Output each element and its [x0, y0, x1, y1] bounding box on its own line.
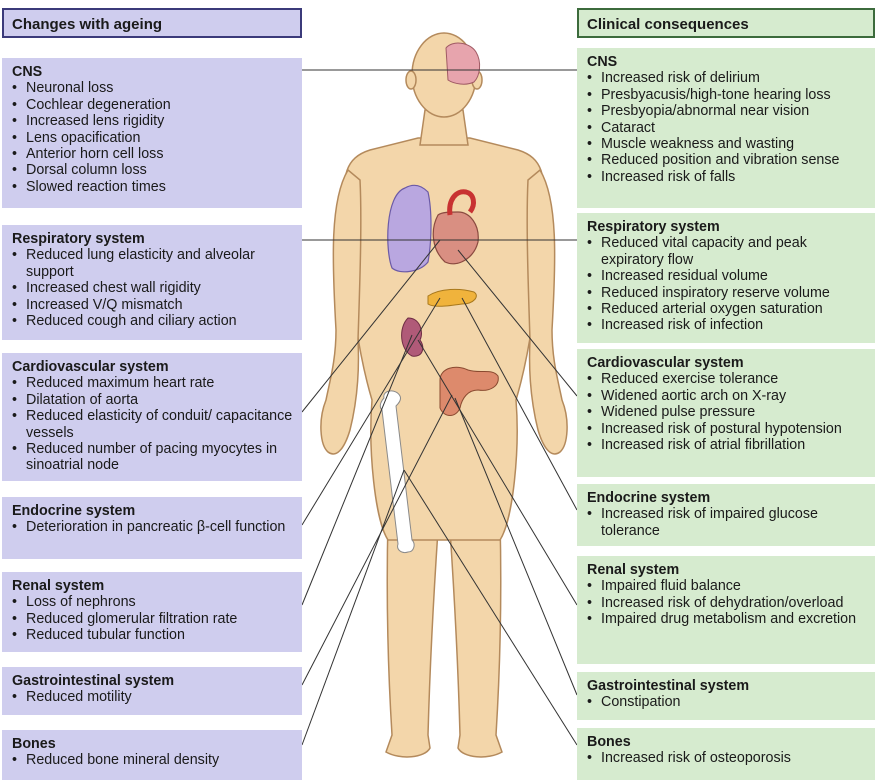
list-item: Increased risk of atrial fibrillation	[587, 437, 867, 454]
section-title: Respiratory system	[12, 231, 145, 247]
section-title: Endocrine system	[587, 490, 711, 506]
section-title: CNS	[12, 64, 43, 80]
list-item: Dorsal column loss	[12, 162, 294, 179]
list-item: Impaired drug metabolism and excretion	[587, 611, 867, 628]
list-item: Reduced lung elasticity and alveolar sup…	[12, 247, 294, 280]
list-item: Reduced position and vibration sense	[587, 152, 867, 169]
left-cardiovascular-box: Cardiovascular system Reduced maximum he…	[2, 353, 302, 481]
list-item: Increased V/Q mismatch	[12, 297, 294, 314]
list-item: Reduced inspiratory reserve volume	[587, 285, 867, 302]
clinical-consequences-header: Clinical consequences	[577, 8, 875, 38]
section-title: Bones	[587, 734, 631, 750]
list-item: Reduced motility	[12, 689, 294, 706]
list-item: Cochlear degeneration	[12, 97, 294, 114]
list-item: Increased risk of dehydration/overload	[587, 595, 867, 612]
changes-with-ageing-header: Changes with ageing	[2, 8, 302, 38]
list-item: Muscle weakness and wasting	[587, 136, 867, 153]
left-respiratory-box: Respiratory system Reduced lung elastici…	[2, 225, 302, 340]
list-item: Lens opacification	[12, 130, 294, 147]
aorta-icon	[447, 189, 476, 216]
left-cns-box: CNS Neuronal loss Cochlear degeneration …	[2, 58, 302, 208]
list-item: Increased residual volume	[587, 268, 867, 285]
list-item: Dilatation of aorta	[12, 392, 294, 409]
list-item: Increased risk of falls	[587, 169, 867, 186]
section-title: CNS	[587, 54, 618, 70]
left-bones-box: Bones Reduced bone mineral density	[2, 730, 302, 780]
list-item: Reduced elasticity of conduit/ capacitan…	[12, 408, 294, 441]
section-title: Bones	[12, 736, 56, 752]
list-item: Reduced vital capacity and peak expirato…	[587, 235, 867, 268]
list-item: Deterioration in pancreatic β-cell funct…	[12, 519, 294, 536]
section-title: Renal system	[12, 578, 105, 594]
right-cardiovascular-box: Cardiovascular system Reduced exercise t…	[577, 349, 875, 477]
right-renal-box: Renal system Impaired fluid balance Incr…	[577, 556, 875, 664]
list-item: Increased risk of postural hypotension	[587, 421, 867, 438]
list-item: Anterior horn cell loss	[12, 146, 294, 163]
brain-icon	[445, 42, 481, 85]
list-item: Reduced tubular function	[12, 627, 294, 644]
section-title: Gastrointestinal system	[12, 673, 175, 689]
list-item: Constipation	[587, 694, 867, 711]
list-item: Cataract	[587, 120, 867, 137]
list-item: Reduced glomerular filtration rate	[12, 611, 294, 628]
list-item: Increased lens rigidity	[12, 113, 294, 130]
right-respiratory-box: Respiratory system Reduced vital capacit…	[577, 213, 875, 343]
list-item: Reduced cough and ciliary action	[12, 313, 294, 330]
list-item: Increased risk of osteoporosis	[587, 750, 867, 767]
list-item: Presbyopia/abnormal near vision	[587, 103, 867, 120]
list-item: Widened pulse pressure	[587, 404, 867, 421]
list-item: Neuronal loss	[12, 80, 294, 97]
section-title: Endocrine system	[12, 503, 136, 519]
section-title: Cardiovascular system	[12, 359, 169, 375]
list-item: Loss of nephrons	[12, 594, 294, 611]
list-item: Increased chest wall rigidity	[12, 280, 294, 297]
right-gastrointestinal-box: Gastrointestinal system Constipation	[577, 672, 875, 720]
list-item: Reduced bone mineral density	[12, 752, 294, 769]
connector-lines	[301, 69, 578, 746]
list-item: Reduced maximum heart rate	[12, 375, 294, 392]
list-item: Reduced exercise tolerance	[587, 371, 867, 388]
right-bones-box: Bones Increased risk of osteoporosis	[577, 728, 875, 780]
list-item: Reduced arterial oxygen saturation	[587, 301, 867, 318]
intestine-icon	[439, 366, 499, 416]
list-item: Presbyacusis/high-tone hearing loss	[587, 87, 867, 104]
list-item: Increased risk of impaired glucose toler…	[587, 506, 867, 539]
list-item: Increased risk of infection	[587, 317, 867, 334]
left-gastrointestinal-box: Gastrointestinal system Reduced motility	[2, 667, 302, 715]
section-title: Gastrointestinal system	[587, 678, 750, 694]
section-title: Renal system	[587, 562, 680, 578]
list-item: Impaired fluid balance	[587, 578, 867, 595]
right-cns-box: CNS Increased risk of delirium Presbyacu…	[577, 48, 875, 208]
right-endocrine-box: Endocrine system Increased risk of impai…	[577, 484, 875, 546]
left-renal-box: Renal system Loss of nephrons Reduced gl…	[2, 572, 302, 652]
list-item: Increased risk of delirium	[587, 70, 867, 87]
left-endocrine-box: Endocrine system Deterioration in pancre…	[2, 497, 302, 559]
list-item: Slowed reaction times	[12, 179, 294, 196]
list-item: Widened aortic arch on X-ray	[587, 388, 867, 405]
section-title: Cardiovascular system	[587, 355, 744, 371]
section-title: Respiratory system	[587, 219, 720, 235]
lung-icon	[387, 184, 432, 273]
list-item: Reduced number of pacing myocytes in sin…	[12, 441, 294, 474]
